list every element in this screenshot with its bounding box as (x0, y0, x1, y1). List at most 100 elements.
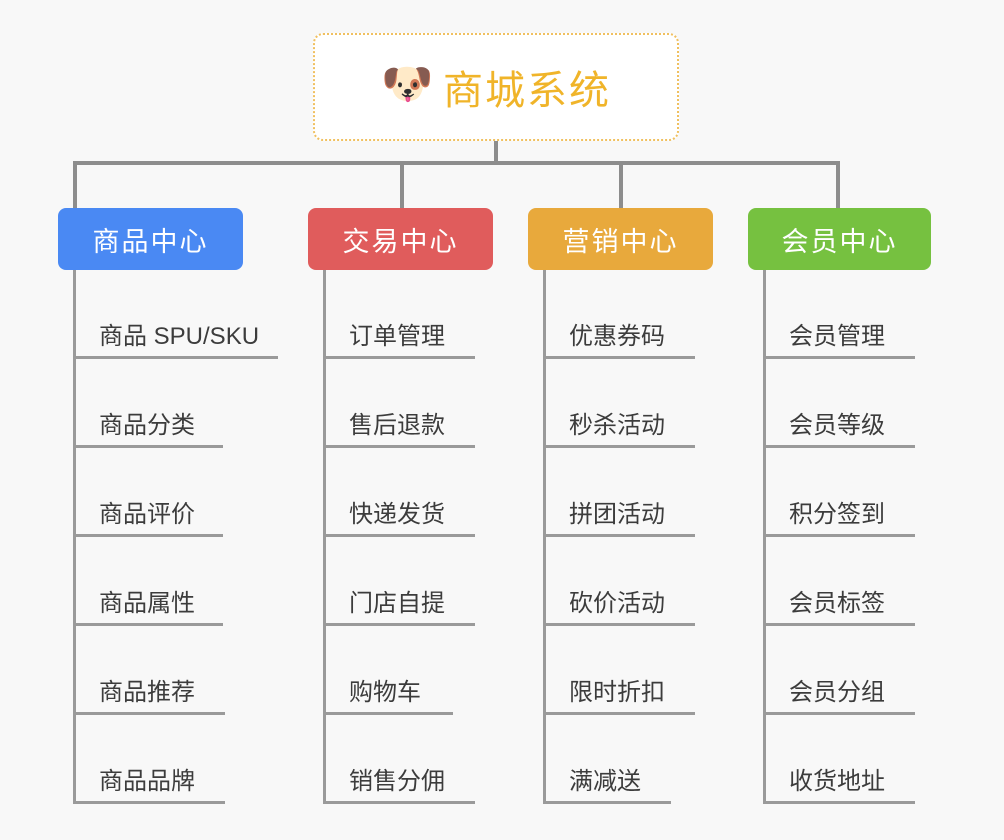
leaf-item-label: 门店自提 (349, 590, 445, 617)
leaf-item-underline (763, 356, 915, 359)
leaf-item[interactable]: 商品分类 (73, 359, 258, 448)
shiba-dog-face-icon: 🐶 (381, 60, 434, 107)
leaf-item-underline (73, 712, 225, 715)
leaf-item-label: 商品分类 (99, 412, 195, 439)
leaf-item[interactable]: 秒杀活动 (543, 359, 728, 448)
leaf-item-underline (73, 534, 223, 537)
branch-column-1: 商品中心商品 SPU/SKU 商品分类商品评价商品属性商品推荐商品品牌 (58, 208, 278, 804)
branch-header-label: 营销中心 (562, 226, 679, 257)
leaf-item-underline (73, 623, 223, 626)
branch-header-3[interactable]: 营销中心 (528, 208, 713, 270)
leaf-item[interactable]: 满减送 (543, 715, 728, 804)
branch-header-1[interactable]: 商品中心 (58, 208, 243, 270)
leaf-item[interactable]: 售后退款 (323, 359, 508, 448)
leaf-item-label: 会员标签 (789, 590, 885, 617)
leaf-item-label: 限时折扣 (569, 679, 665, 706)
branch-leaf-list-1: 商品 SPU/SKU 商品分类商品评价商品属性商品推荐商品品牌 (73, 270, 278, 804)
leaf-item-label: 销售分佣 (349, 768, 445, 795)
branch-header-label: 交易中心 (342, 226, 459, 257)
connector-root-stem (494, 141, 498, 164)
leaf-item-label: 收货地址 (789, 768, 885, 795)
connector-drop-3 (619, 161, 623, 210)
leaf-item-underline (323, 534, 475, 537)
leaf-item[interactable]: 销售分佣 (323, 715, 508, 804)
leaf-item-label: 会员等级 (789, 412, 885, 439)
leaf-item-label: 秒杀活动 (569, 412, 665, 439)
connector-drop-1 (73, 161, 77, 210)
branch-header-4[interactable]: 会员中心 (748, 208, 931, 270)
root-node-mall-system[interactable]: 🐶 商城系统 (313, 33, 679, 141)
connector-drop-2 (400, 161, 404, 210)
leaf-item[interactable]: 商品 SPU/SKU (73, 270, 278, 359)
branch-leaf-list-2: 订单管理售后退款快递发货门店自提购物车销售分佣 (323, 270, 508, 804)
leaf-item[interactable]: 门店自提 (323, 537, 508, 626)
leaf-item-label: 满减送 (569, 768, 641, 795)
branch-column-4: 会员中心会员管理会员等级积分签到会员标签会员分组收货地址 (748, 208, 931, 804)
leaf-item-underline (73, 801, 225, 804)
leaf-item-label: 商品 SPU/SKU (99, 323, 260, 350)
branch-spine-3 (543, 270, 546, 804)
leaf-item-label: 会员分组 (789, 679, 885, 706)
leaf-item[interactable]: 商品品牌 (73, 715, 258, 804)
leaf-item-label: 购物车 (349, 679, 421, 706)
leaf-item[interactable]: 优惠券码 (543, 270, 728, 359)
branch-spine-4 (763, 270, 766, 804)
leaf-item-label: 商品品牌 (99, 768, 195, 795)
leaf-item[interactable]: 购物车 (323, 626, 508, 715)
leaf-item[interactable]: 收货地址 (763, 715, 946, 804)
leaf-item-underline (323, 356, 475, 359)
leaf-item-underline (543, 801, 671, 804)
leaf-item-underline (543, 534, 695, 537)
leaf-item-label: 售后退款 (349, 412, 445, 439)
leaf-item[interactable]: 会员等级 (763, 359, 946, 448)
leaf-item[interactable]: 会员管理 (763, 270, 946, 359)
leaf-item-underline (763, 623, 915, 626)
leaf-item[interactable]: 商品评价 (73, 448, 258, 537)
branch-header-2[interactable]: 交易中心 (308, 208, 493, 270)
leaf-item[interactable]: 会员分组 (763, 626, 946, 715)
leaf-item-underline (763, 712, 915, 715)
leaf-item[interactable]: 商品推荐 (73, 626, 258, 715)
leaf-item[interactable]: 限时折扣 (543, 626, 728, 715)
leaf-item[interactable]: 订单管理 (323, 270, 508, 359)
leaf-item-underline (73, 356, 278, 359)
branch-header-label: 会员中心 (781, 226, 898, 257)
branch-header-label: 商品中心 (92, 226, 209, 257)
leaf-item-label: 商品推荐 (99, 679, 195, 706)
leaf-item-label: 拼团活动 (569, 501, 665, 528)
connector-horizontal-bus (73, 161, 839, 165)
leaf-item[interactable]: 积分签到 (763, 448, 946, 537)
leaf-item-label: 积分签到 (789, 501, 885, 528)
leaf-item-label: 砍价活动 (569, 590, 665, 617)
leaf-item-underline (763, 445, 915, 448)
leaf-item[interactable]: 砍价活动 (543, 537, 728, 626)
leaf-item-label: 商品属性 (99, 590, 195, 617)
leaf-item-underline (323, 801, 475, 804)
branch-leaf-list-3: 优惠券码秒杀活动拼团活动砍价活动限时折扣满减送 (543, 270, 728, 804)
leaf-item-underline (323, 712, 453, 715)
branch-column-3: 营销中心优惠券码秒杀活动拼团活动砍价活动限时折扣满减送 (528, 208, 713, 804)
leaf-item-underline (323, 445, 475, 448)
branch-spine-1 (73, 270, 76, 804)
leaf-item-underline (543, 445, 695, 448)
leaf-item[interactable]: 拼团活动 (543, 448, 728, 537)
leaf-item-label: 商品评价 (99, 501, 195, 528)
branch-leaf-list-4: 会员管理会员等级积分签到会员标签会员分组收货地址 (763, 270, 946, 804)
leaf-item-underline (323, 623, 475, 626)
root-node-title: 商城系统 (443, 69, 611, 113)
leaf-item-label: 优惠券码 (569, 323, 665, 350)
leaf-item-underline (543, 356, 695, 359)
leaf-item[interactable]: 快递发货 (323, 448, 508, 537)
leaf-item-underline (763, 801, 915, 804)
leaf-item-label: 会员管理 (789, 323, 885, 350)
branch-spine-2 (323, 270, 326, 804)
leaf-item-underline (763, 534, 915, 537)
leaf-item[interactable]: 商品属性 (73, 537, 258, 626)
connector-drop-4 (836, 161, 840, 210)
leaf-item-underline (543, 712, 695, 715)
leaf-item-label: 订单管理 (349, 323, 445, 350)
leaf-item[interactable]: 会员标签 (763, 537, 946, 626)
branch-column-2: 交易中心订单管理售后退款快递发货门店自提购物车销售分佣 (308, 208, 493, 804)
leaf-item-underline (73, 445, 223, 448)
